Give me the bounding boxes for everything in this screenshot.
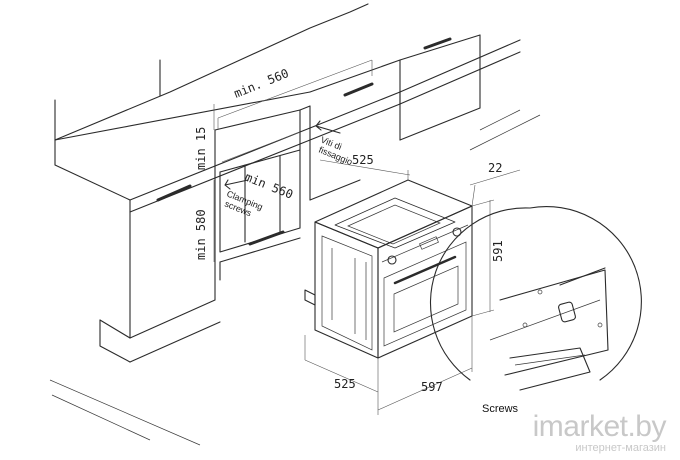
wall-cabinets (54, 3, 481, 141)
base-cabinet (49, 105, 541, 446)
dim-525-bottom: 525 (334, 377, 356, 391)
dim-min580: min 580 (194, 209, 208, 260)
oven (304, 179, 473, 359)
screws-label: Screws (482, 403, 519, 415)
dim-597: 597 (421, 380, 443, 394)
screws-detail (430, 206, 642, 391)
watermark-main: imarket.by (532, 410, 667, 443)
dim-min15: min 15 (194, 127, 208, 170)
dim-min560-top: min. 560 (232, 66, 291, 101)
watermark-sub: интернет-магазин (575, 442, 666, 454)
screw-arrows (224, 120, 341, 190)
dim-22: 22 (488, 161, 502, 175)
watermark: imarket.by интернет-магазин (532, 410, 667, 455)
dim-591: 591 (491, 240, 505, 262)
dim-525-top: 525 (352, 153, 374, 167)
dimension-lines (213, 59, 521, 415)
